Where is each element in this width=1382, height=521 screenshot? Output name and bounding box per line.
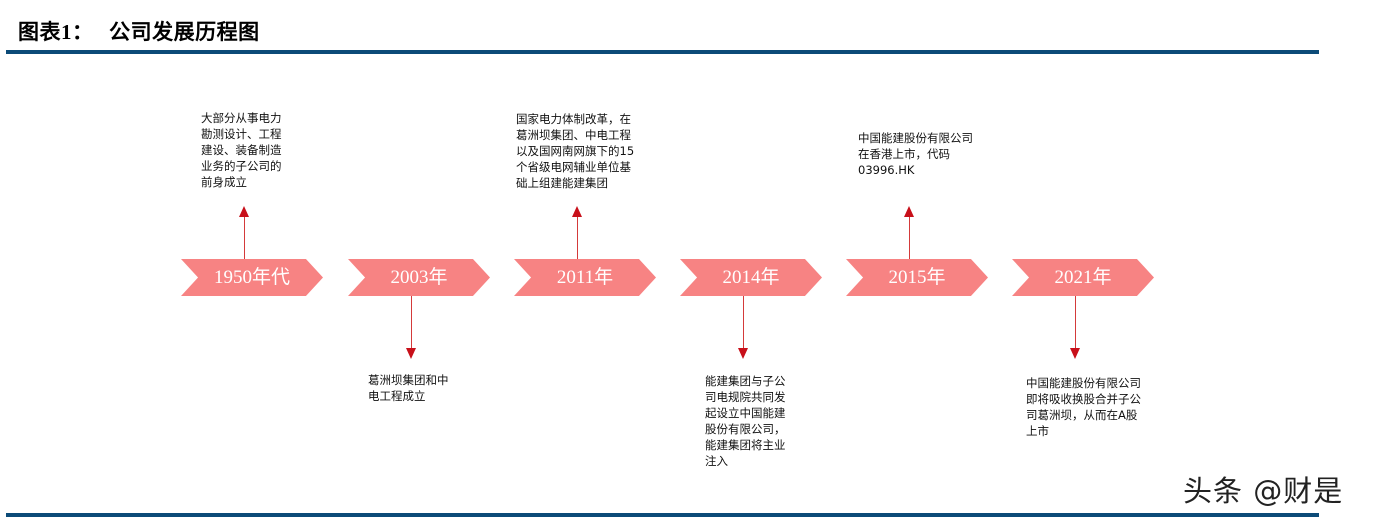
title-prefix: 图表 — [18, 20, 61, 44]
milestone-description: 中国能建股份有限公司 即将吸收换股合并子公 司葛洲坝，从而在A股 上市 — [1026, 376, 1141, 438]
title-separator: ： — [72, 20, 94, 44]
bottom-divider — [6, 513, 1319, 517]
connector-line — [1075, 296, 1076, 350]
milestone-description: 葛洲坝集团和中 电工程成立 — [368, 373, 449, 403]
timeline-chevron: 1950年代 — [181, 259, 323, 296]
timeline-chevron: 2021年 — [1012, 259, 1154, 296]
connector-line — [244, 216, 245, 259]
top-divider — [6, 50, 1319, 54]
arrow-up-icon — [239, 206, 249, 217]
title-text: 公司发展历程图 — [109, 20, 260, 44]
arrow-up-icon — [572, 206, 582, 217]
timeline-chevron: 2015年 — [846, 259, 988, 296]
title-number: 1 — [61, 20, 72, 44]
connector-line — [411, 296, 412, 350]
connector-line — [909, 216, 910, 259]
timeline-chevron: 2003年 — [348, 259, 490, 296]
arrow-down-icon — [738, 348, 748, 359]
timeline-chevron: 2011年 — [514, 259, 656, 296]
milestone-description: 中国能建股份有限公司 在香港上市，代码 03996.HK — [858, 131, 973, 177]
arrow-up-icon — [904, 206, 914, 217]
page-title: 图表1： 公司发展历程图 — [18, 16, 260, 46]
milestone-description: 能建集团与子公 司电规院共同发 起设立中国能建 股份有限公司， 能建集团将主业 … — [705, 374, 786, 468]
milestone-description: 大部分从事电力 勘测设计、工程 建设、装备制造 业务的子公司的 前身成立 — [201, 111, 282, 189]
connector-line — [743, 296, 744, 350]
milestone-description: 国家电力体制改革，在 葛洲坝集团、中电工程 以及国网南网旗下的15 个省级电网辅… — [516, 112, 635, 190]
watermark: 头条 @财是 — [1183, 474, 1344, 508]
timeline-chevron: 2014年 — [680, 259, 822, 296]
arrow-down-icon — [406, 348, 416, 359]
connector-line — [577, 216, 578, 259]
arrow-down-icon — [1070, 348, 1080, 359]
